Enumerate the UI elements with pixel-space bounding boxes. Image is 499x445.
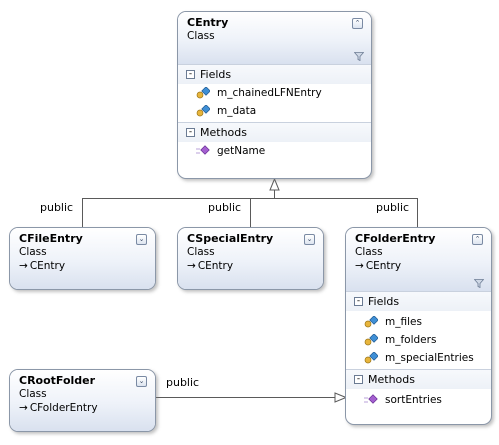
methods-section-header[interactable]: - Methods xyxy=(346,369,491,389)
section-label: Methods xyxy=(200,126,247,139)
class-kind: Class xyxy=(19,388,47,400)
section-label: Methods xyxy=(368,373,415,386)
chevron-double-down-icon[interactable]: ⌄ xyxy=(304,234,315,245)
class-shape-centry[interactable]: CEntry Class ⌃ - Fields m_chainedLFNEntr… xyxy=(177,11,372,179)
field-icon xyxy=(364,352,378,364)
base-class: →CEntry xyxy=(187,260,234,272)
field-icon xyxy=(196,87,210,99)
class-header[interactable]: CEntry Class ⌃ xyxy=(178,12,371,64)
class-kind: Class xyxy=(19,246,47,258)
fields-section-header[interactable]: - Fields xyxy=(346,291,491,311)
method-item[interactable]: sortEntries xyxy=(346,391,491,409)
filter-icon[interactable] xyxy=(474,279,484,288)
chevron-double-up-icon[interactable]: ⌃ xyxy=(472,234,483,245)
field-icon xyxy=(364,316,378,328)
class-kind: Class xyxy=(187,30,215,42)
inherits-arrow-icon: → xyxy=(19,402,28,414)
class-kind: Class xyxy=(187,246,215,258)
field-name: m_files xyxy=(385,316,422,328)
class-body: - Fields m_files m_folders m_specialEntr… xyxy=(346,291,491,409)
section-label: Fields xyxy=(368,295,400,308)
field-name: m_data xyxy=(217,105,257,117)
class-shape-cspecialentry[interactable]: CSpecialEntry Class →CEntry ⌄ xyxy=(177,227,324,290)
method-name: getName xyxy=(217,145,266,157)
base-class: →CEntry xyxy=(355,260,402,272)
field-icon xyxy=(196,105,210,117)
method-icon xyxy=(364,394,378,404)
field-item[interactable]: m_folders xyxy=(346,331,491,349)
field-item[interactable]: m_data xyxy=(178,102,371,120)
field-item[interactable]: m_chainedLFNEntry xyxy=(178,84,371,102)
class-kind: Class xyxy=(355,246,383,258)
class-name: CFileEntry xyxy=(19,232,83,245)
inherits-arrow-icon xyxy=(334,392,348,403)
class-name: CFolderEntry xyxy=(355,232,436,245)
inherits-arrow-icon xyxy=(269,177,280,191)
inherits-arrow-icon: → xyxy=(355,260,364,272)
collapse-section-icon[interactable]: - xyxy=(186,128,195,137)
field-name: m_folders xyxy=(385,334,437,346)
inherits-arrow-icon: → xyxy=(187,260,196,272)
chevron-double-up-icon[interactable]: ⌃ xyxy=(352,18,363,29)
relation-label-cfileentry: public xyxy=(40,201,74,214)
relation-label-cfolderentry: public xyxy=(376,201,410,214)
field-icon xyxy=(364,334,378,346)
class-shape-cfileentry[interactable]: CFileEntry Class →CEntry ⌄ xyxy=(9,227,156,290)
fields-section-header[interactable]: - Fields xyxy=(178,64,371,84)
class-name: CRootFolder xyxy=(19,374,96,387)
class-name: CSpecialEntry xyxy=(187,232,274,245)
filter-icon[interactable] xyxy=(354,52,364,61)
class-body: - Fields m_chainedLFNEntry m_data - Meth… xyxy=(178,64,371,160)
class-shape-cfolderentry[interactable]: CFolderEntry Class →CEntry ⌃ - Fields m_… xyxy=(345,227,492,425)
field-item[interactable]: m_files xyxy=(346,313,491,331)
class-header[interactable]: CFolderEntry Class →CEntry ⌃ xyxy=(346,228,491,291)
chevron-double-down-icon[interactable]: ⌄ xyxy=(136,376,147,387)
class-name: CEntry xyxy=(187,16,229,29)
methods-section-header[interactable]: - Methods xyxy=(178,122,371,142)
class-header[interactable]: CRootFolder Class →CFolderEntry ⌄ xyxy=(10,370,155,431)
field-item[interactable]: m_specialEntries xyxy=(346,349,491,367)
relation-label-cspecialentry: public xyxy=(208,201,242,214)
chevron-double-down-icon[interactable]: ⌄ xyxy=(136,234,147,245)
collapse-section-icon[interactable]: - xyxy=(354,375,363,384)
class-header[interactable]: CFileEntry Class →CEntry ⌄ xyxy=(10,228,155,289)
field-name: m_chainedLFNEntry xyxy=(217,87,322,99)
collapse-section-icon[interactable]: - xyxy=(186,70,195,79)
inherits-arrow-icon: → xyxy=(19,260,28,272)
base-class: →CEntry xyxy=(19,260,66,272)
collapse-section-icon[interactable]: - xyxy=(354,297,363,306)
relation-label-crootfolder: public xyxy=(166,376,200,389)
class-shape-crootfolder[interactable]: CRootFolder Class →CFolderEntry ⌄ xyxy=(9,369,156,432)
method-icon xyxy=(196,145,210,155)
section-label: Fields xyxy=(200,68,232,81)
method-item[interactable]: getName xyxy=(178,142,371,160)
method-name: sortEntries xyxy=(385,394,442,406)
class-header[interactable]: CSpecialEntry Class →CEntry ⌄ xyxy=(178,228,323,289)
base-class: →CFolderEntry xyxy=(19,402,98,414)
field-name: m_specialEntries xyxy=(385,352,474,364)
